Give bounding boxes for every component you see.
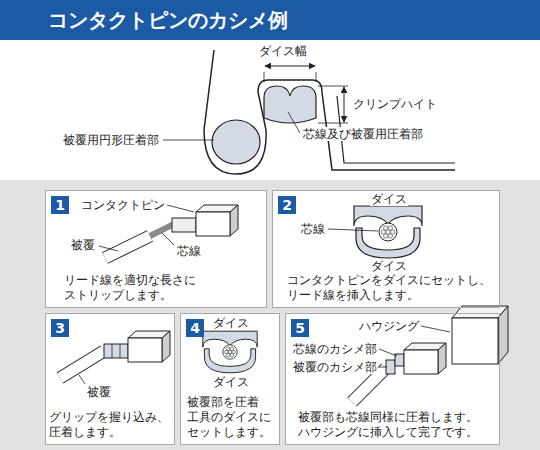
strand <box>230 353 234 357</box>
strand <box>230 347 234 351</box>
part-label: コンタクトピン <box>80 198 166 212</box>
panel-grounds <box>45 190 500 445</box>
step-text: 被覆部も芯線同様に圧着します。 ハウジングに挿入して完了です。 <box>298 410 498 440</box>
part-label: 被覆 <box>70 238 96 252</box>
callout-number: 1 <box>55 197 65 213</box>
crimp-profile <box>163 50 455 174</box>
part-label: 芯線 <box>300 222 326 236</box>
step-panel: コンタクトピンをダイスにセットし、 リード線を挿入します。 2 <box>272 190 500 308</box>
part-label: 被覆 <box>86 385 112 399</box>
strand <box>381 230 385 234</box>
part-label: 芯線及び被覆用圧着部 <box>302 127 424 141</box>
part-label: ハウジング <box>358 319 420 333</box>
stripped-lead <box>99 205 238 258</box>
callout-number: 5 <box>295 320 305 336</box>
part-label: ダイス <box>212 375 250 389</box>
part-label: クリンプハイト <box>352 97 438 111</box>
strand <box>388 234 392 238</box>
part-label: ダイス幅 <box>258 44 308 58</box>
step-text: リード線を適切な長さに ストリップします。 <box>64 273 264 303</box>
crimp-die <box>328 206 422 258</box>
part-label: 被覆用円形圧着部 <box>62 133 160 147</box>
callout-number: 2 <box>282 197 292 213</box>
insulation-die <box>203 331 257 373</box>
strand <box>226 347 230 351</box>
callout-number: 4 <box>190 320 200 336</box>
strand <box>390 230 394 234</box>
step-number: 1 <box>51 196 69 214</box>
step-ground <box>0 180 540 450</box>
step-text: グリップを握り込み、 圧着します。 <box>49 410 173 440</box>
strand <box>384 234 388 238</box>
step-number: 5 <box>291 319 309 337</box>
strand <box>384 226 388 230</box>
step-number: 3 <box>51 319 69 337</box>
part-label: 被覆のカシメ部 <box>292 360 378 374</box>
crimped-lead <box>60 331 170 384</box>
part-label: 芯線のカシメ部 <box>292 342 378 356</box>
part-label: ダイス <box>212 316 250 330</box>
step-panel: グリップを握り込み、 圧着します。 3 <box>45 313 175 445</box>
step-number: 4 <box>186 319 204 337</box>
step-number: 2 <box>278 196 296 214</box>
step-text: 被覆部を圧着 工具のダイスに セットします。 <box>187 395 277 440</box>
part-label: ダイス <box>370 192 408 206</box>
step-text: コンタクトピンをダイスにセットし、 リード線を挿入します。 <box>287 273 499 303</box>
part-label: 芯線 <box>176 244 202 258</box>
title: コンタクトピンのカシメ例 <box>48 0 288 40</box>
part-label: ダイス <box>370 259 408 273</box>
strand <box>386 230 390 234</box>
strand <box>388 226 392 230</box>
callout-number: 3 <box>55 320 65 336</box>
title-band <box>0 0 540 40</box>
